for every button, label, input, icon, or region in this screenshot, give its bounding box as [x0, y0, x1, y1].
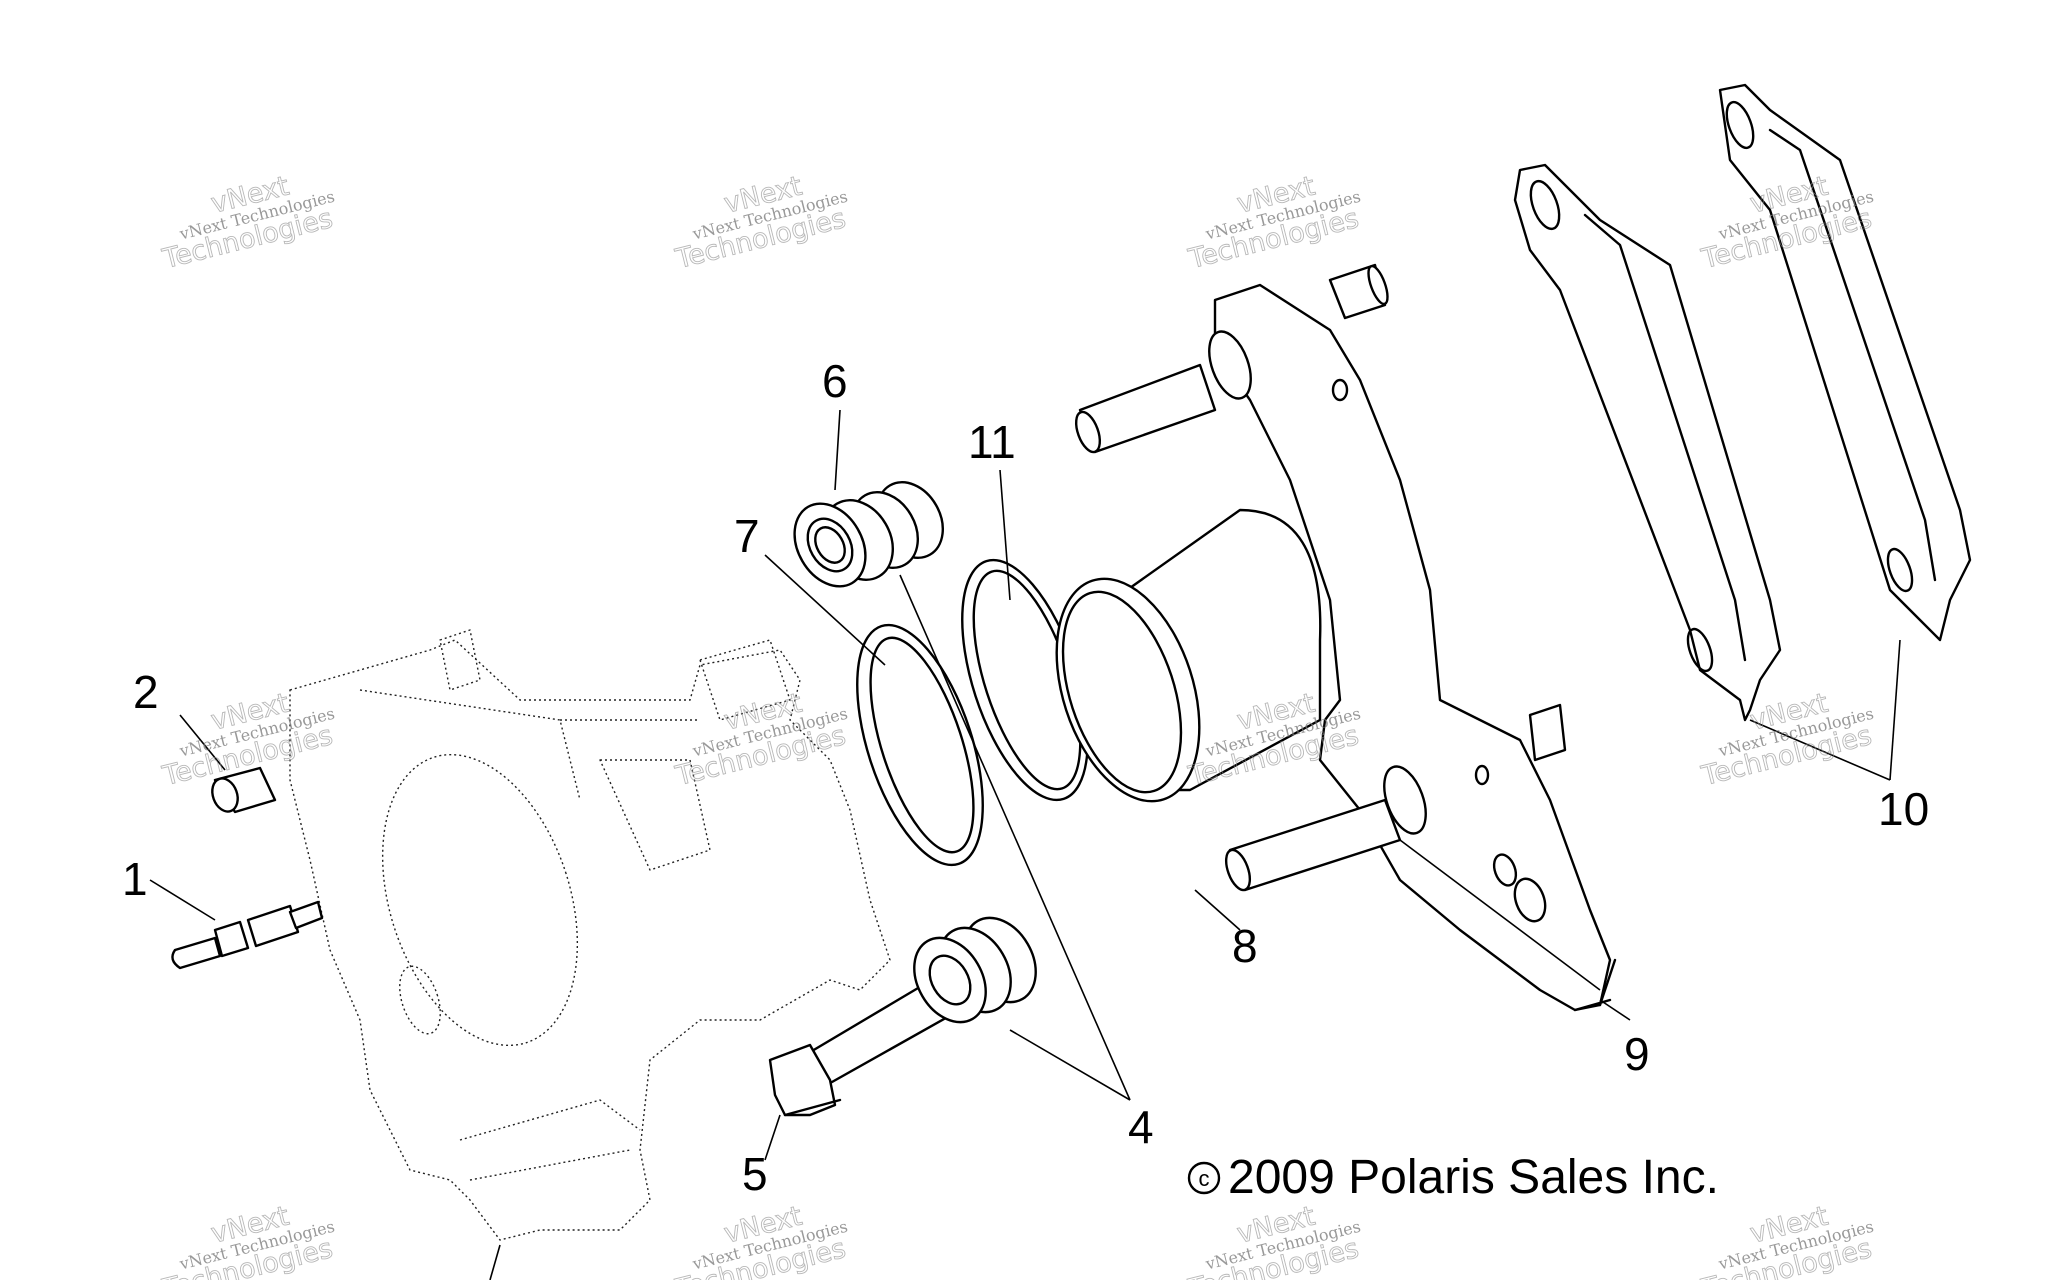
slide-pin-cap-part: [768, 1043, 842, 1117]
callout-4: 4: [1128, 1101, 1154, 1153]
caliper-callout-leader: [489, 1244, 501, 1280]
piston-part: [1055, 508, 1322, 803]
piston-seal-ring-part: [856, 623, 984, 867]
callout-11: 11: [968, 416, 1016, 468]
pin-boot-lower-part: [778, 916, 1037, 1102]
callout-7: 7: [734, 510, 760, 562]
bleeder-screw-part: [171, 900, 324, 970]
caliper-bracket-part: [1074, 263, 1617, 1012]
callout-2: 2: [133, 666, 159, 718]
leader-lines: [149, 409, 1901, 1161]
pin-boot-upper-part: [793, 481, 944, 588]
copyright-text: 2009 Polaris Sales Inc.: [1228, 1151, 1719, 1204]
callout-10: 10: [1878, 783, 1929, 835]
copyright-notice: c 2009 Polaris Sales Inc.: [1187, 1151, 1719, 1204]
callout-6: 6: [822, 355, 848, 407]
callout-9: 9: [1624, 1028, 1650, 1080]
brake-pad-inner-part: [1513, 163, 1782, 722]
callout-5: 5: [742, 1148, 768, 1200]
callout-1: 1: [122, 853, 148, 905]
copyright-symbol-circle: [1187, 1161, 1221, 1195]
brake-pad-outer-part: [1718, 83, 1972, 642]
callout-8: 8: [1232, 920, 1258, 972]
bleeder-cap-part: [211, 766, 277, 814]
copyright-symbol: c: [1199, 1166, 1210, 1191]
caliper-body-part: [289, 629, 891, 1241]
